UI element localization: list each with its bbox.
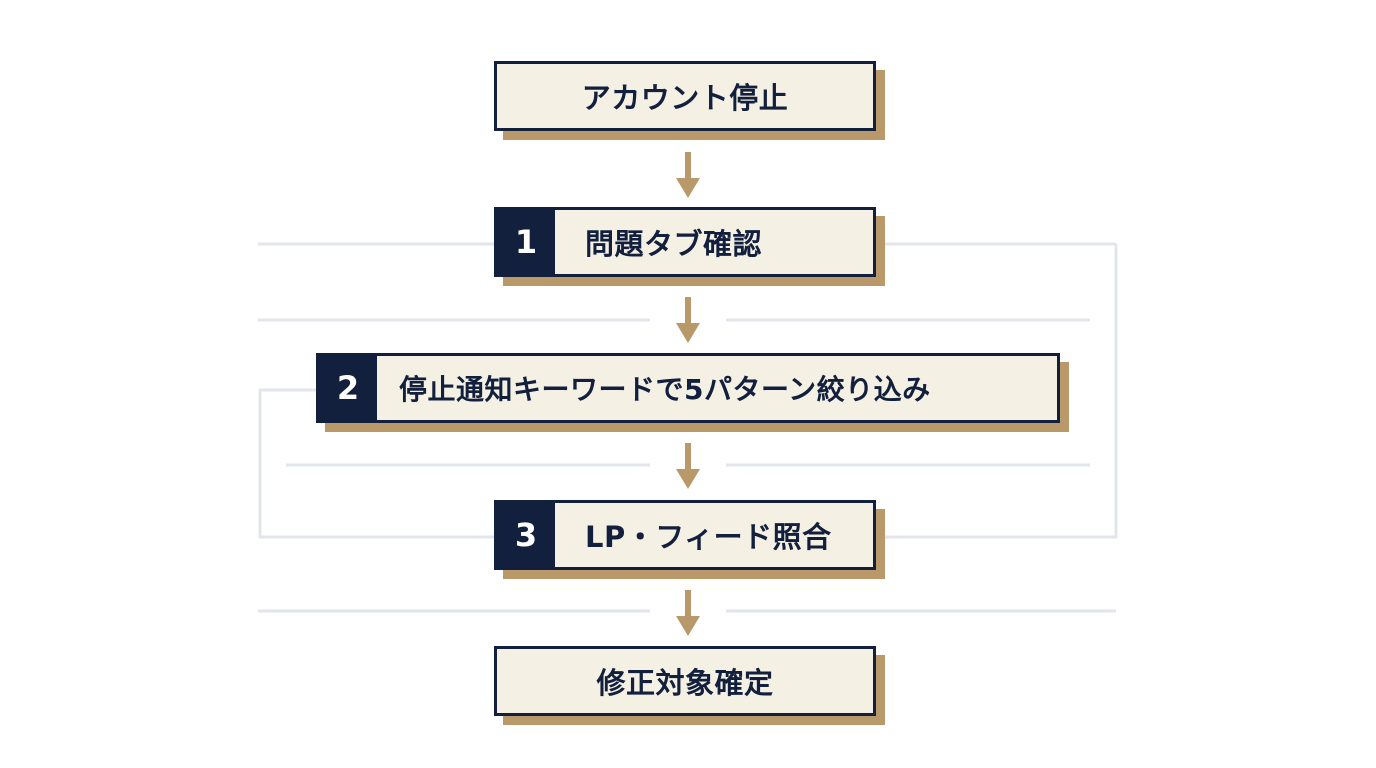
arrow-down-icon (676, 297, 700, 343)
step-2-node: 2 停止通知キーワードで5パターン絞り込み (316, 353, 1060, 423)
step-3-node: 3 LP・フィード照合 (494, 500, 876, 570)
step-1-label: 問題タブ確認 (585, 227, 763, 261)
step-3-number-badge: 3 (497, 503, 555, 567)
step-1-node: 1 問題タブ確認 (494, 207, 876, 277)
arrow-down-icon (676, 590, 700, 636)
arrow-down-icon (676, 152, 700, 198)
end-node: 修正対象確定 (494, 646, 876, 716)
start-node: アカウント停止 (494, 61, 876, 131)
arrow-down-icon (676, 443, 700, 489)
end-node-label: 修正対象確定 (596, 666, 774, 700)
step-2-number-badge: 2 (319, 356, 377, 420)
step-2-label: 停止通知キーワードで5パターン絞り込み (399, 373, 931, 406)
step-1-number-badge: 1 (497, 210, 555, 274)
start-node-label: アカウント停止 (581, 81, 789, 115)
step-3-label: LP・フィード照合 (585, 520, 832, 554)
